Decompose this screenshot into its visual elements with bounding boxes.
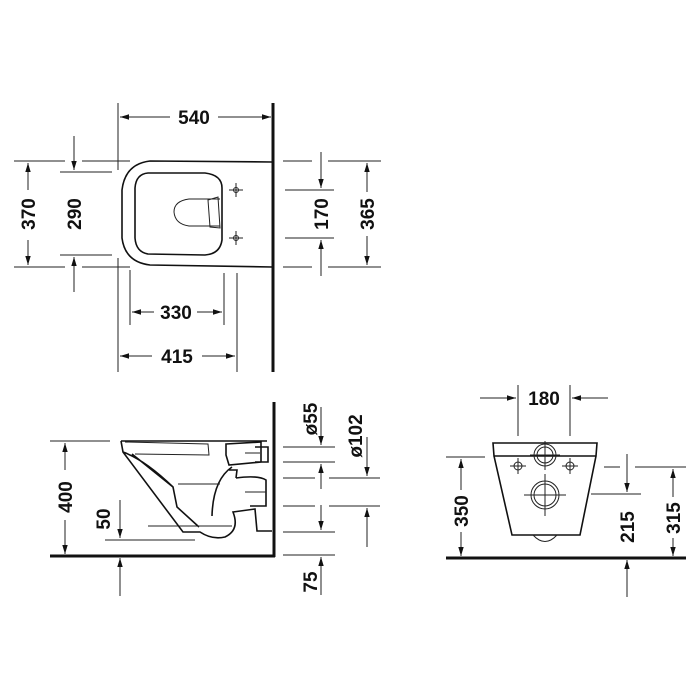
dim-180: 180 [528,389,560,410]
side-view: 400 50 ø55 ø102 75 [50,402,380,596]
dim-350: 350 [452,495,473,527]
dim-75: 75 [301,571,322,593]
dim-170: 170 [312,198,333,230]
dim-370: 370 [19,198,40,230]
dim-365: 365 [358,198,379,230]
bowl-outline-top [121,160,273,268]
dim-215: 215 [618,511,639,543]
bowl-profile-side [120,440,272,539]
dim-540: 540 [178,108,210,129]
outlet-hole-icon [524,474,566,516]
tank-connection-side [225,441,269,466]
dim-415: 415 [161,347,193,368]
seat-side [124,441,210,456]
dim-315: 315 [664,502,685,534]
bowl-rear-flap [207,196,221,229]
fixing-hole-icon [562,458,578,474]
bowl-outline-front [492,442,598,536]
top-view: 540 370 290 170 365 330 [14,103,381,372]
inlet-hole-icon [530,441,560,470]
trap-side [211,466,267,517]
dim-50: 50 [94,508,115,529]
dim-outlet-diameter: ø102 [346,414,367,457]
dim-inlet-diameter: ø55 [301,402,322,435]
bowl-bottom-front [532,534,558,542]
dim-400: 400 [56,481,77,513]
seat-opening-top [134,172,223,256]
fixing-hole-icon [510,458,526,474]
fixing-hole-icon [229,183,243,197]
dim-330: 330 [160,303,192,324]
bowl-rear-top [173,198,220,227]
front-view: 180 350 215 315 [446,385,686,597]
fixing-hole-icon [229,231,243,245]
dim-290: 290 [65,198,86,230]
